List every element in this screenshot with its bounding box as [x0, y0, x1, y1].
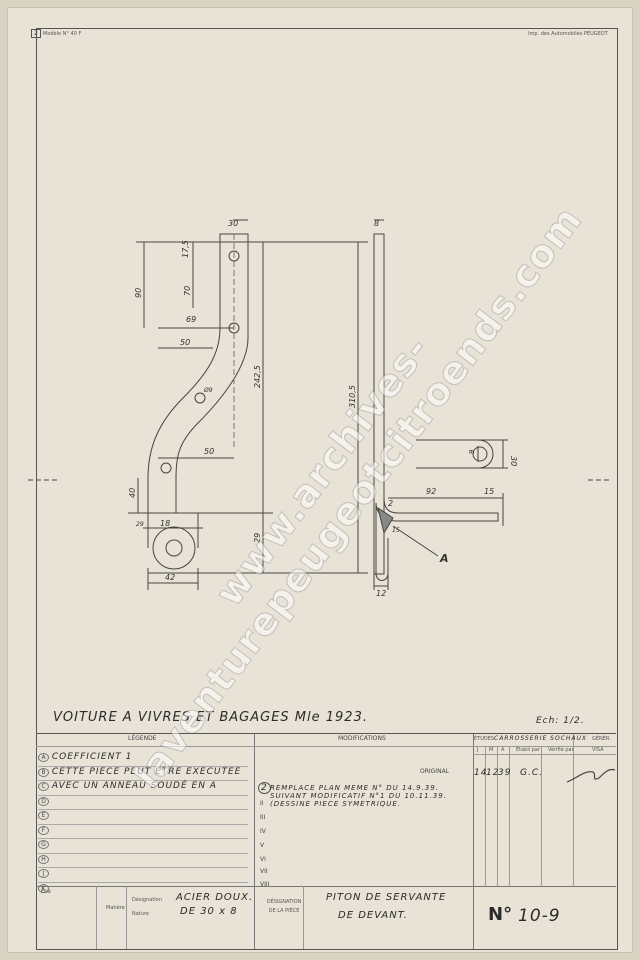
part-number-value: 10-9	[518, 906, 561, 926]
legend-row: A COEFFICIENT 1	[38, 752, 248, 767]
modifications-header: MODIFICATIONS	[338, 735, 386, 742]
roman-vii: VII	[260, 868, 268, 875]
legend-letter: G	[38, 840, 49, 849]
dim-18: 18	[160, 519, 170, 528]
dim-2: 2	[388, 499, 393, 508]
dim-8: 8	[374, 219, 379, 228]
legend-row: F	[38, 825, 248, 839]
dim-42: 42	[165, 573, 175, 582]
col-etabli: Établi par	[516, 747, 541, 753]
col-j: J	[477, 747, 479, 753]
legend-row: B CETTE PIECE PEUT ETRE EXECUTEE	[38, 766, 248, 781]
roman-iii: III	[260, 814, 266, 821]
legend-row: C AVEC UN ANNEAU SOUDÉ EN A	[38, 781, 248, 796]
title-block	[36, 733, 616, 949]
roman-iv: IV	[260, 828, 266, 835]
dim-9: 9	[468, 449, 476, 454]
drawing-title: VOITURE A VIVRES ET BAGAGES Mle 1923.	[53, 710, 368, 725]
legend-letter: C	[38, 782, 49, 791]
legend-text: CETTE PIECE PEUT ETRE EXECUTEE	[51, 766, 242, 777]
dim-70: 70	[183, 286, 192, 296]
marker-a: A	[439, 552, 449, 565]
dim-dia-9: Ø9	[203, 387, 213, 394]
designation-label: Désignation	[132, 897, 162, 903]
dim-29: 29	[253, 533, 262, 543]
designation-piece-label: DÉSIGNATION DE LA PIÈCE	[266, 899, 302, 914]
roman-ii: II	[260, 800, 264, 807]
nature-label: Nature	[132, 911, 149, 917]
dim-30b: 30	[509, 456, 518, 466]
part-number-label: N°	[488, 904, 513, 925]
dim-17-5: 17,5	[181, 240, 190, 258]
format-code: Modèle N° 40 F	[43, 31, 82, 37]
dim-15b: 15	[392, 527, 400, 534]
dim-50a: 50	[180, 338, 190, 347]
drawing-sheet: 2 Modèle N° 40 F Imp. des Automobiles PE…	[8, 8, 632, 952]
legend-letter: A	[38, 753, 49, 762]
sheet-number: 2	[31, 29, 41, 38]
dim-40: 40	[128, 488, 137, 498]
material-line-1: ACIER DOUX.	[176, 892, 254, 903]
matiere-label: Matière	[106, 905, 125, 911]
drawing-frame	[36, 28, 618, 950]
dim-310-5: 310,5	[348, 385, 357, 408]
legend-letter: E	[38, 811, 49, 820]
legend-row: D	[38, 796, 248, 810]
legend-header: LÉGENDE	[128, 735, 157, 742]
material-line-2: DE 30 x 8	[180, 906, 238, 917]
studies-header-etudes: ÉTUDES	[474, 736, 495, 742]
col-visa: VISA	[592, 747, 604, 753]
modification-line-3: (DESSINE PIECE SYMETRIQUE.	[270, 800, 402, 808]
dim-15: 15	[484, 487, 494, 496]
modification-line-2: SUIVANT MODIFICATIF N°1 DU 10.11.39.	[270, 792, 447, 800]
date-day: 14	[474, 768, 488, 778]
legend-letter: K	[38, 883, 49, 893]
drawing-scale: Ech: 1/2.	[536, 716, 585, 726]
roman-vi: VI	[260, 856, 266, 863]
legend-letter: B	[38, 767, 49, 777]
technical-drawing: 30 8 17,5 90 70 69 50 Ø9 242,5 310,5 50 …	[28, 219, 612, 598]
piece-line-2: DE DEVANT.	[338, 910, 408, 921]
roman-viii: VIII	[260, 881, 270, 888]
legend-row: K	[38, 883, 248, 897]
piece-line-1: PITON DE SERVANTE	[326, 892, 447, 903]
modification-line-1: REMPLACE PLAN MEME N° DU 14.9.39.	[270, 784, 439, 792]
legend-letter: J	[38, 869, 49, 878]
modification-number: 2	[258, 782, 271, 794]
dim-30: 30	[228, 219, 238, 228]
legend-letter: F	[38, 825, 49, 835]
legend-letter: H	[38, 854, 49, 864]
etat-label: État	[41, 889, 52, 895]
dim-69: 69	[186, 315, 196, 324]
legend-row: G	[38, 839, 248, 854]
signature	[566, 768, 616, 783]
dim-12: 12	[376, 589, 386, 598]
legend-row: H	[38, 854, 248, 868]
col-m: M	[489, 747, 494, 753]
roman-v: V	[260, 842, 265, 849]
date-year: 39	[498, 768, 512, 778]
drawn-by-initials: G.C.	[520, 768, 543, 778]
publisher-note: Imp. des Automobiles PEUGEOT	[528, 31, 608, 37]
legend-row: J	[38, 868, 248, 883]
studies-header-gener: GÉNÉR.	[592, 736, 611, 742]
legend-letter: D	[38, 796, 49, 806]
legend-rows: A COEFFICIENT 1 B CETTE PIECE PEUT ETRE …	[38, 752, 248, 896]
dim-50b: 50	[204, 447, 214, 456]
col-verifie: Vérifié par	[548, 747, 574, 753]
dim-242-5: 242,5	[253, 365, 262, 388]
legend-row: E	[38, 810, 248, 825]
col-a: A	[501, 747, 505, 753]
date-month: 12	[486, 768, 500, 778]
original-label: ORIGINAL	[420, 768, 450, 775]
studies-header-dept: CARROSSERIE SOCHAUX	[494, 735, 588, 742]
legend-text: COEFFICIENT 1	[51, 752, 133, 762]
legend-text: AVEC UN ANNEAU SOUDÉ EN A	[51, 781, 217, 791]
dim-92: 92	[426, 487, 436, 496]
dim-90: 90	[134, 288, 143, 298]
dim-29b: 29	[136, 521, 144, 528]
